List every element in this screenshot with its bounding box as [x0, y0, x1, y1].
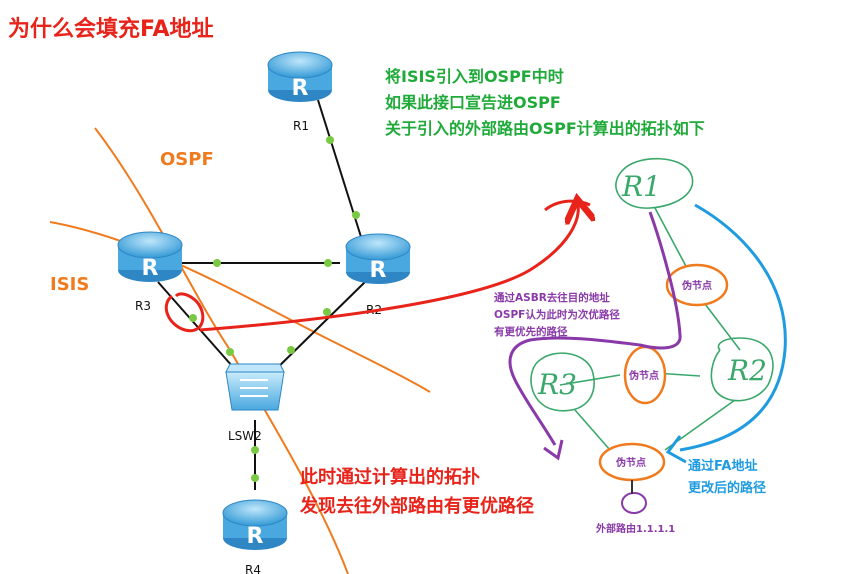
caption-green-line-1: 将ISIS引入到OSPF中时 — [385, 67, 564, 86]
caption-green-line-3: 关于引入的外部路由OSPF计算出的拓扑如下 — [385, 119, 705, 138]
sketch-r3: R3 — [537, 368, 577, 401]
caption-red-line-2: 发现去往外部路由有更优路径 — [299, 495, 534, 517]
pseudo-node-top-label: 伪节点 — [681, 279, 712, 292]
pseudo-node-middle: 伪节点 — [623, 345, 667, 405]
sketch-r1: R1 — [621, 170, 661, 203]
red-arrow-head-stroke — [544, 199, 591, 212]
router-glyph: R — [247, 524, 264, 549]
link-port-dots — [189, 136, 360, 482]
purple-path-via-asbr — [508, 211, 682, 446]
router-r4[interactable]: R — [222, 499, 288, 550]
ospf-area-label: OSPF — [160, 149, 214, 170]
caption-purple-line-3: 有更优先的路径 — [494, 325, 568, 338]
external-route-label: 外部路由1.1.1.1 — [595, 522, 675, 535]
router-r2[interactable]: R — [345, 233, 411, 284]
caption-purple-line-1: 通过ASBR去往目的地址 — [494, 291, 610, 304]
router-r4-label: R4 — [245, 563, 261, 574]
router-r1[interactable]: R — [267, 51, 333, 102]
router-glyph: R — [370, 258, 387, 283]
router-r1-label: R1 — [293, 119, 309, 133]
router-glyph: R — [292, 76, 309, 101]
router-glyph: R — [142, 256, 159, 281]
caption-blue-line-2: 更改后的路径 — [688, 480, 766, 496]
pseudo-node-top: 伪节点 — [665, 263, 729, 307]
purple-arrow-head — [543, 439, 564, 461]
switch-lsw2-label: LSW2 — [228, 429, 262, 443]
router-r3-label: R3 — [135, 299, 151, 313]
isis-area-label: ISIS — [50, 274, 89, 295]
sketch-r2: R2 — [727, 354, 767, 387]
caption-purple-line-2: OSPF认为此时为次优路径 — [494, 308, 620, 321]
red-arrow-to-r1 — [199, 205, 578, 332]
router-r3[interactable]: R — [117, 231, 183, 282]
r3-red-loop — [164, 292, 205, 333]
switch-lsw2[interactable] — [225, 363, 285, 411]
caption-red-line-1: 此时通过计算出的拓扑 — [300, 466, 480, 488]
external-route-node — [621, 492, 647, 514]
caption-green-line-2: 如果此接口宣告进OSPF — [385, 93, 561, 112]
pseudo-node-middle-label: 伪节点 — [628, 369, 659, 382]
page-title: 为什么会填充FA地址 — [8, 16, 214, 42]
pseudo-node-bottom: 伪节点 — [598, 442, 666, 482]
pseudo-node-bottom-label: 伪节点 — [615, 456, 646, 469]
blue-path-via-fa — [679, 203, 787, 452]
caption-blue-line-1: 通过FA地址 — [688, 458, 757, 474]
blue-arrow-head — [665, 435, 687, 464]
